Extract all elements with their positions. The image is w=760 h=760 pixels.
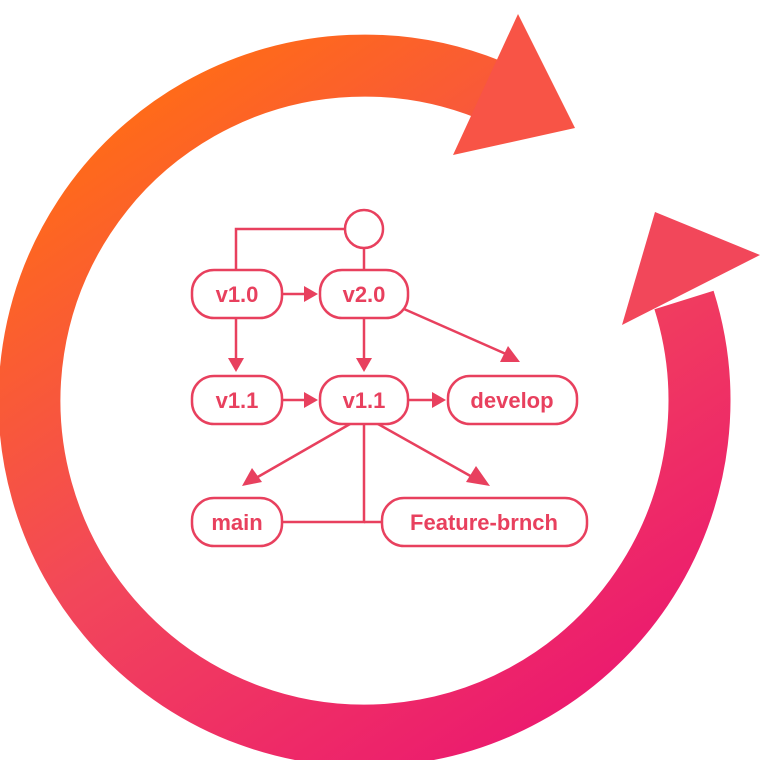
node-v1-1-center: v1.1 [318, 374, 410, 426]
cycle-arrowhead-top [453, 14, 575, 155]
arrow-v1-1-feature [466, 466, 490, 486]
node-v1-1-center-label: v1.1 [343, 388, 386, 413]
cycle-arrowhead-right [622, 212, 760, 325]
edge-v1-1-main [255, 422, 351, 480]
node-feature-branch: Feature-brnch [380, 496, 589, 548]
node-develop: develop [446, 374, 579, 426]
diagram-edges [228, 208, 520, 524]
node-v1-1-left: v1.1 [190, 374, 284, 426]
cycle-ring [0, 34, 731, 760]
node-v1-1-left-label: v1.1 [216, 388, 259, 413]
arrow-v1-1-main [242, 468, 262, 486]
arrow-v1-1-v1-1 [304, 392, 318, 408]
edge-v2-0-develop [403, 307, 507, 356]
node-main: main [190, 496, 284, 548]
arrow-v2-0-develop [500, 346, 520, 362]
root-commit-circle [343, 208, 385, 250]
edge-root-v1-0 [234, 227, 345, 270]
node-v2-0-label: v2.0 [343, 282, 386, 307]
node-feature-branch-label: Feature-brnch [410, 510, 558, 535]
arrow-v1-0-v2-0 [304, 286, 318, 302]
arrow-v1-0-v1-1 [228, 358, 244, 372]
diagram-nodes: v1.0 v2.0 v1.1 v1.1 develop main Feature… [190, 268, 589, 548]
node-v1-0: v1.0 [190, 268, 284, 320]
node-main-label: main [211, 510, 262, 535]
edge-v1-1-feature [377, 422, 475, 480]
cycle-arrow-icon [0, 14, 760, 760]
arrow-v2-0-v1-1 [356, 358, 372, 372]
arrow-v1-1-develop [432, 392, 446, 408]
node-v1-0-label: v1.0 [216, 282, 259, 307]
node-v2-0: v2.0 [318, 268, 410, 320]
node-develop-label: develop [470, 388, 553, 413]
